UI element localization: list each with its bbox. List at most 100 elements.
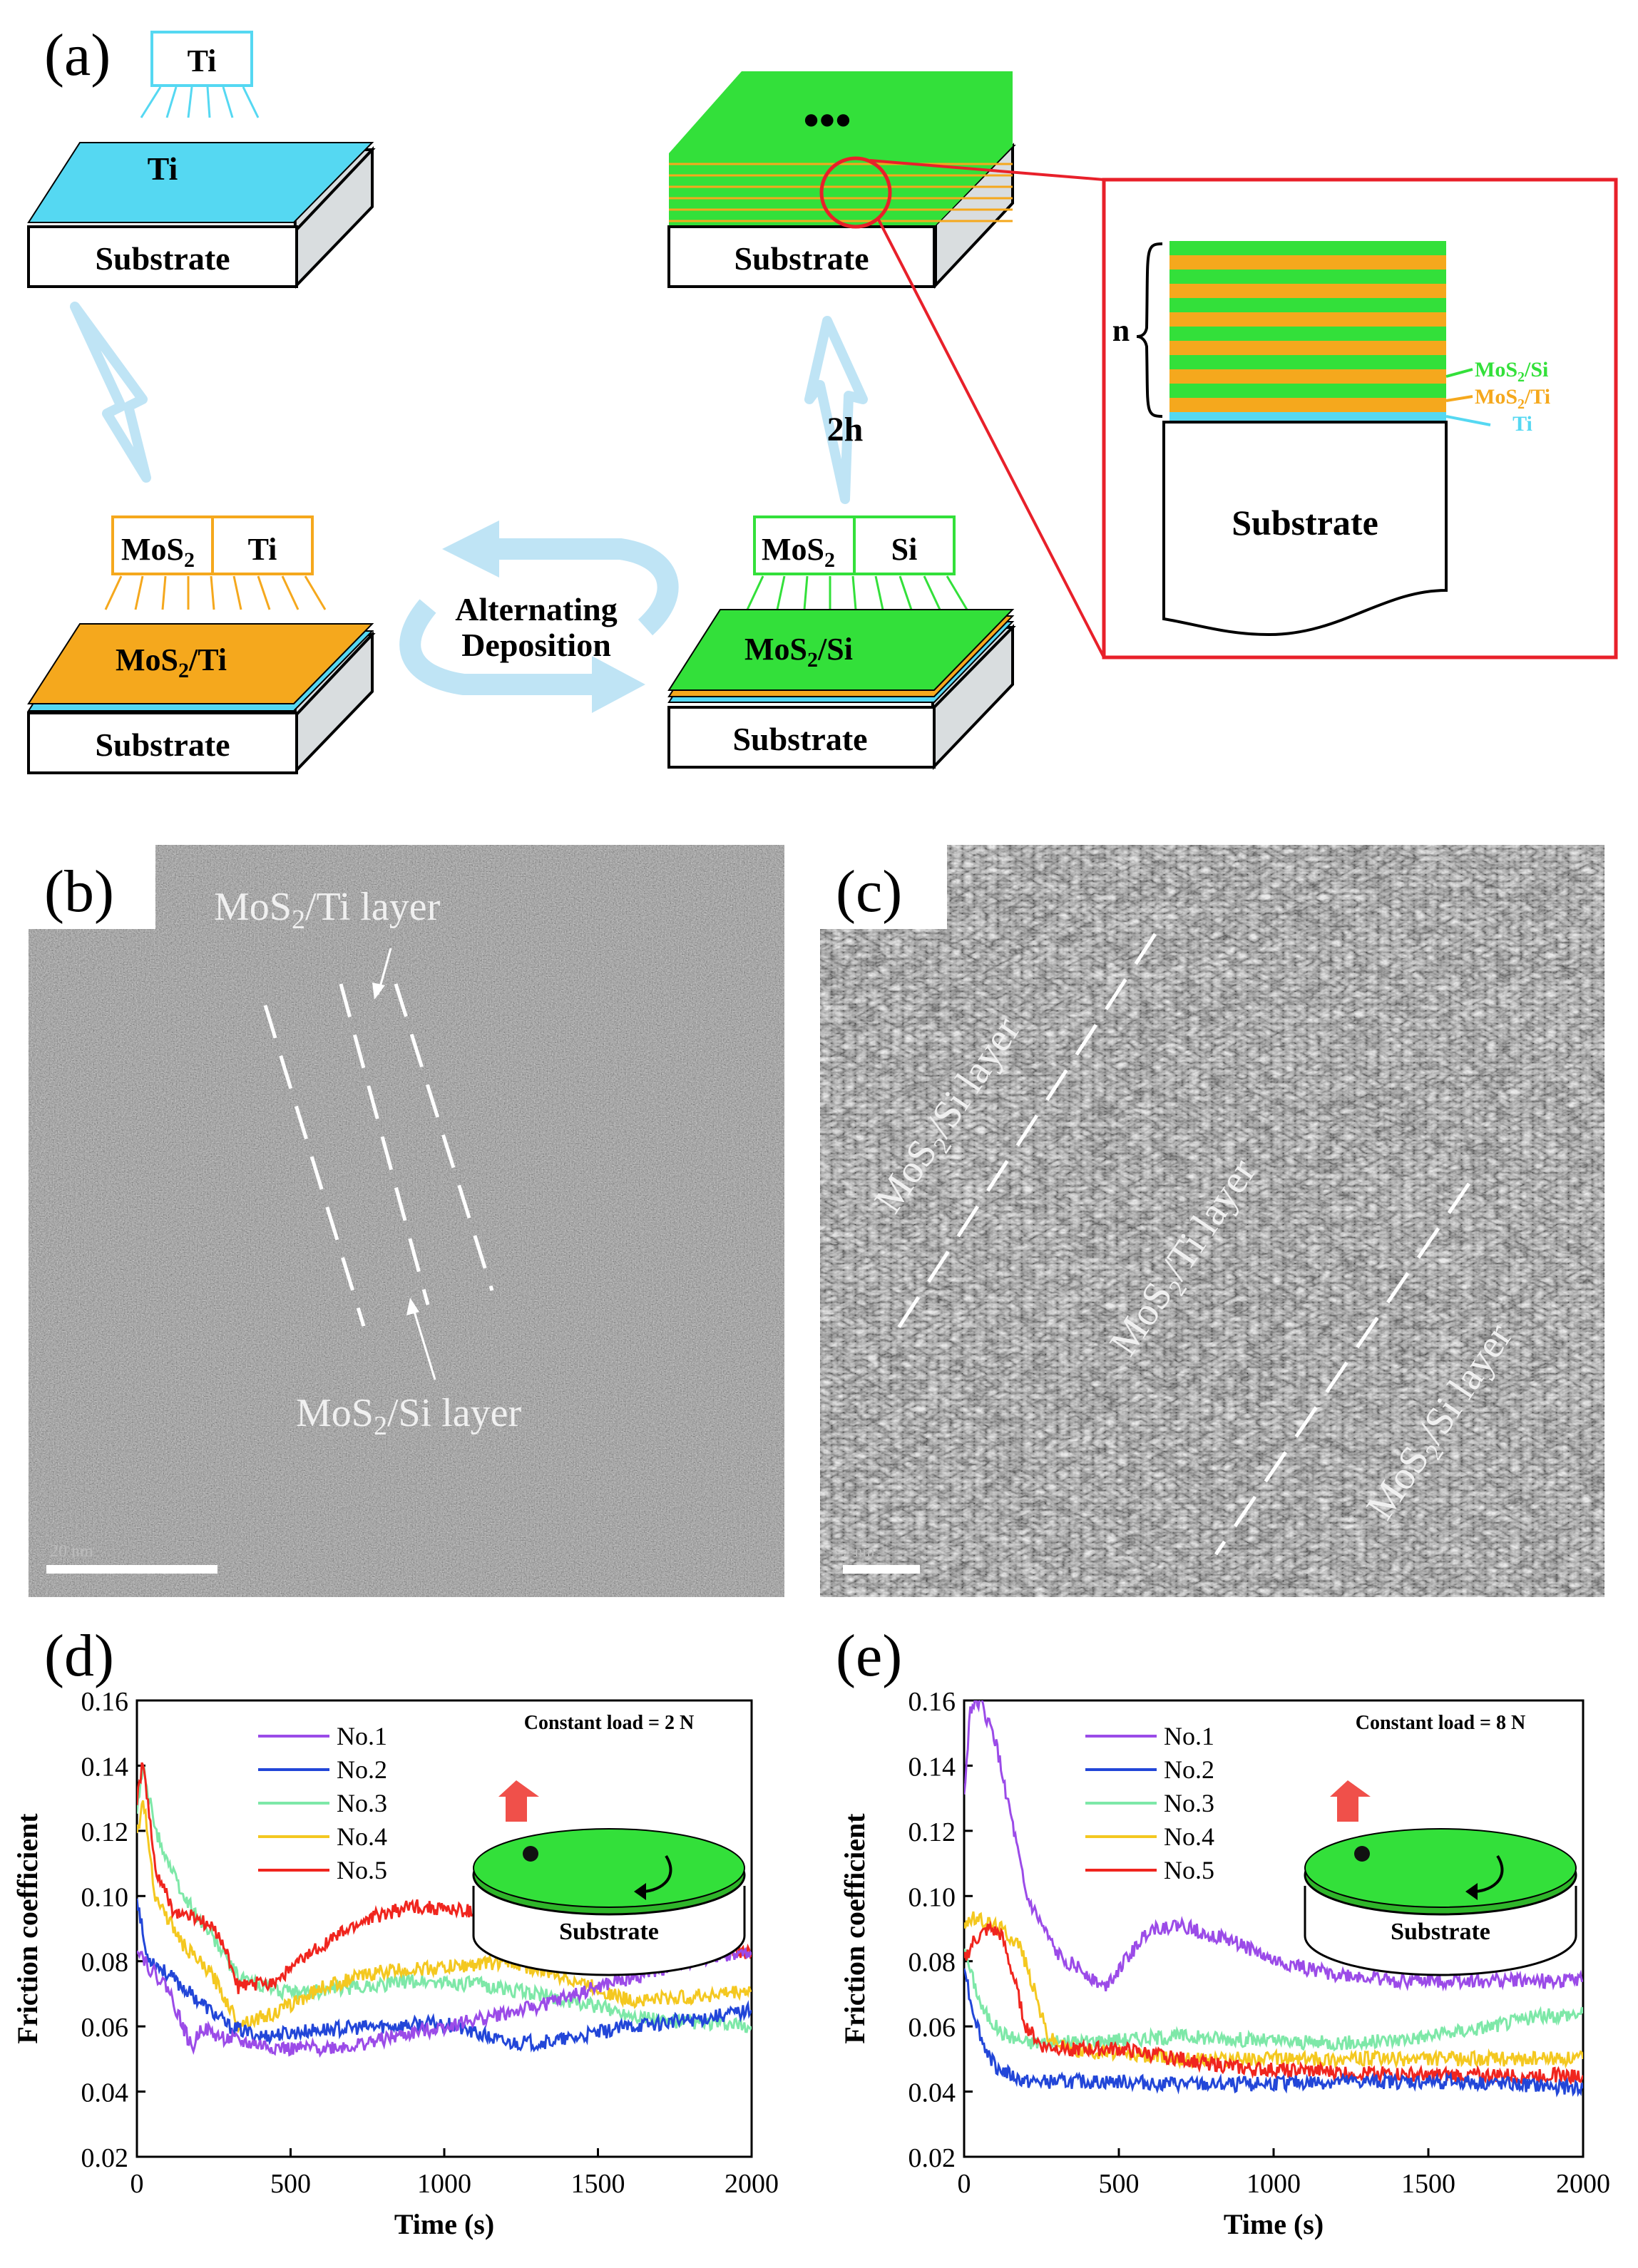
panel-label-c: (c) <box>836 858 902 925</box>
zoom-inset: Substrate n MoS2/Si MoS2/Ti Ti <box>1102 178 1618 660</box>
svg-text:MoS2/Si layer: MoS2/Si layer <box>296 1391 521 1441</box>
y-tick-label: 0.10 <box>81 1882 129 1912</box>
tem-b-scale-label: 20 nm <box>50 1542 93 1561</box>
y-tick-label: 0.08 <box>908 1948 956 1978</box>
ti-layer-label: Ti <box>148 150 178 187</box>
inset-layer-stack <box>1169 241 1446 421</box>
inset-disk-top <box>473 1828 745 1908</box>
mos2-ti-targets: MoS2 Ti <box>104 515 327 610</box>
series-line-No.3 <box>964 1948 1583 2052</box>
series-line-No.1 <box>964 1700 1583 1992</box>
series-line-No.1 <box>137 1946 752 2058</box>
ellipsis: ••• <box>803 95 851 145</box>
ti-substrate-block: Ti Substrate <box>27 142 376 289</box>
svg-text:MoS2/Si: MoS2/Si <box>744 632 853 672</box>
legend-label: No.4 <box>1164 1822 1214 1851</box>
ti-target <box>150 31 253 87</box>
series-line-No.4 <box>137 1800 752 2034</box>
panel-label-a: (a) <box>44 22 111 88</box>
y-tick-label: 0.12 <box>908 1817 956 1847</box>
legend-label: No.3 <box>1164 1789 1214 1817</box>
legend-label: No.4 <box>337 1822 387 1851</box>
svg-text:Ti: Ti <box>248 532 277 567</box>
mos2si-substrate-block: MoS2/Si Substrate <box>667 609 1016 770</box>
y-axis-label: Friction coefficient <box>839 1813 871 2044</box>
x-tick-label: 1500 <box>1401 2169 1455 2199</box>
legend-label: No.1 <box>337 1722 387 1750</box>
y-tick-label: 0.06 <box>908 2013 956 2043</box>
y-tick-label: 0.10 <box>908 1882 956 1912</box>
alternating-deposition-arrows <box>399 520 679 713</box>
tem-image-c: (c) MoS₂/Si layer MoS₂/Ti layer MoS₂/Si … <box>820 845 1604 1597</box>
legend-label: No.5 <box>337 1856 387 1884</box>
mos2-si-targets: MoS2 Si <box>746 515 968 610</box>
x-tick-label: 500 <box>270 2169 311 2199</box>
svg-text:MoS2/Ti: MoS2/Ti <box>116 642 227 682</box>
alternating-label-2: Deposition <box>461 627 611 663</box>
load-arrow <box>1330 1780 1371 1822</box>
y-tick-label: 0.16 <box>908 1687 956 1717</box>
panel-label-b: (b) <box>44 858 114 925</box>
tem-b-scale-bar <box>46 1565 217 1574</box>
legend-label: No.5 <box>1164 1856 1214 1884</box>
load-arrow <box>498 1780 539 1822</box>
y-axis-label: Friction coefficient <box>11 1813 43 2044</box>
svg-text:MoS2/Ti: MoS2/Ti <box>1475 385 1550 412</box>
y-tick-label: 0.16 <box>81 1687 129 1717</box>
rotation-arrowhead <box>634 1883 646 1900</box>
multilayer-block: Substrate ••• <box>667 71 1105 658</box>
y-tick-label: 0.02 <box>81 2143 129 2173</box>
legend-label: No.2 <box>1164 1755 1214 1784</box>
substrate-label-1: Substrate <box>95 240 230 277</box>
x-tick-label: 2000 <box>725 2169 779 2199</box>
substrate-label-4: Substrate <box>734 240 869 277</box>
tem-b-top-label: MoS <box>214 885 292 929</box>
inset-title: Constant load = 2 N <box>524 1712 694 1734</box>
ti-target-label: Ti <box>188 43 217 78</box>
y-tick-label: 0.06 <box>81 2013 129 2043</box>
tem-image-b: (b) MoS2/Ti layer MoS2/Si layer 20 nm <box>29 845 784 1597</box>
svg-text:MoS2/Si: MoS2/Si <box>1475 358 1548 385</box>
y-tick-label: 0.04 <box>908 2078 956 2108</box>
x-axis-label: Time (s) <box>1224 2208 1324 2240</box>
alternating-label-1: Alternating <box>455 591 617 627</box>
legend-label: No.2 <box>337 1755 387 1784</box>
y-tick-label: 0.08 <box>81 1948 129 1978</box>
x-axis-label: Time (s) <box>394 2208 494 2240</box>
tem-c-scale-bar <box>843 1565 920 1574</box>
y-tick-label: 0.02 <box>908 2143 956 2173</box>
svg-text:n: n <box>1112 313 1130 348</box>
inset-substrate-label: Substrate <box>559 1919 659 1945</box>
svg-text:MoS2: MoS2 <box>762 532 835 572</box>
inset-ball <box>523 1846 538 1862</box>
inset-ball <box>1354 1846 1370 1862</box>
flow-arrow-down <box>70 302 151 483</box>
inset-substrate-label: Substrate <box>1232 503 1378 543</box>
legend-label: No.3 <box>337 1789 387 1817</box>
svg-text:MoS2: MoS2 <box>121 532 195 572</box>
legend-label: No.1 <box>1164 1722 1214 1750</box>
inset-title: Constant load = 8 N <box>1356 1712 1525 1734</box>
ti-sputter-rays <box>140 86 260 118</box>
x-tick-label: 1500 <box>571 2169 625 2199</box>
tem-c-scale-label: 2 nm <box>843 1542 875 1560</box>
x-tick-label: 0 <box>130 2169 144 2199</box>
substrate-label-3: Substrate <box>732 721 867 757</box>
zoom-circle <box>819 156 892 229</box>
substrate-label-2: Substrate <box>95 727 230 763</box>
x-tick-label: 2000 <box>1556 2169 1610 2199</box>
inset-disk-top <box>1304 1828 1577 1908</box>
svg-text:Ti: Ti <box>1512 412 1532 436</box>
tem-b-bottom-label: MoS <box>296 1391 374 1435</box>
panel-label-d: (d) <box>44 1623 114 1689</box>
inset-substrate-label: Substrate <box>1391 1919 1490 1945</box>
y-tick-label: 0.14 <box>908 1752 956 1782</box>
svg-text:MoS2/Ti layer: MoS2/Ti layer <box>214 885 441 935</box>
time-label: 2h <box>827 411 864 448</box>
x-tick-label: 0 <box>958 2169 971 2199</box>
svg-text:Si: Si <box>891 532 918 567</box>
x-tick-label: 1000 <box>1247 2169 1301 2199</box>
